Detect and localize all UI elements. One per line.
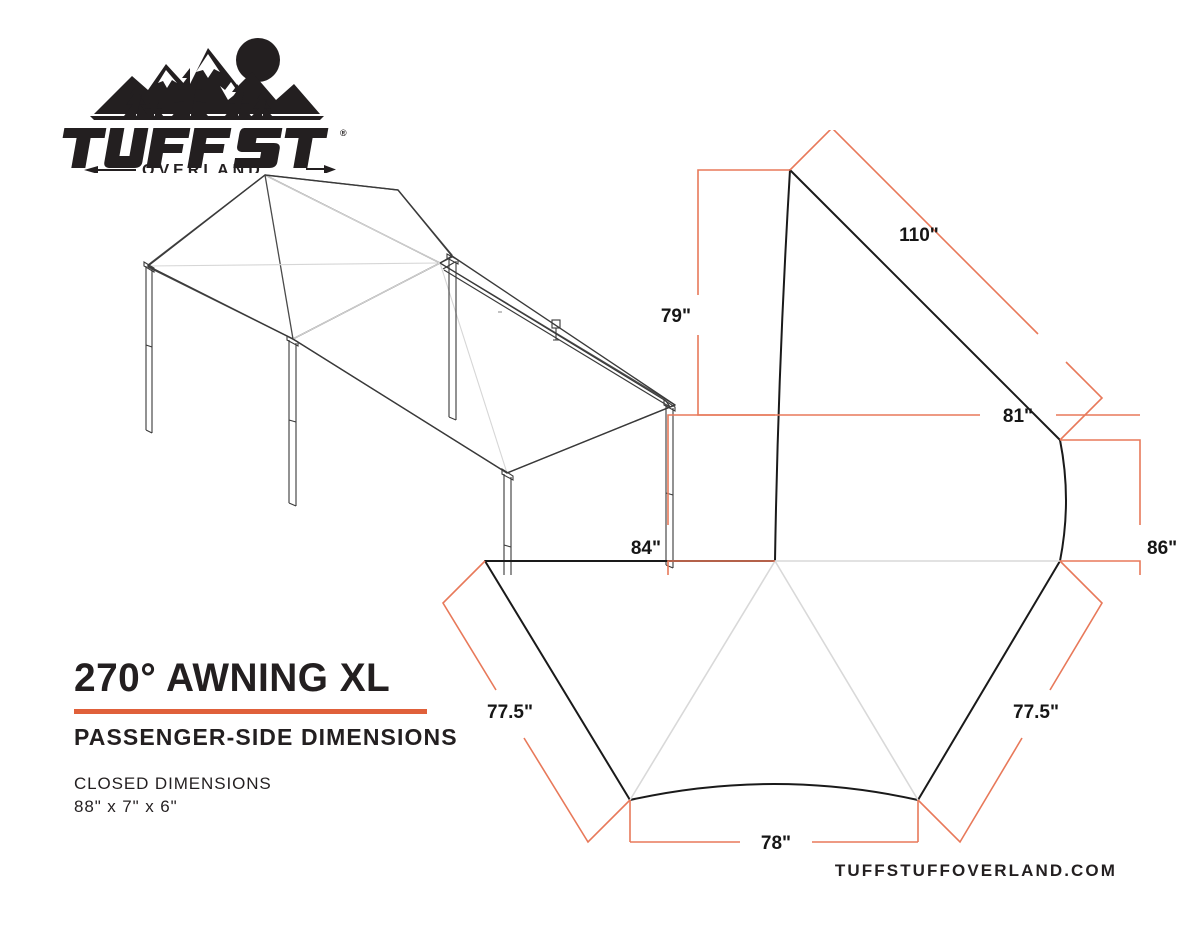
outline-upper-diagonal: [789, 169, 1061, 441]
title-block: 270° AWNING XL PASSENGER-SIDE DIMENSIONS…: [74, 658, 504, 819]
dim-line-79-lower: [697, 335, 775, 416]
page-subtitle: PASSENGER-SIDE DIMENSIONS: [74, 724, 458, 750]
dim-line-775-right-lower: [917, 737, 1023, 844]
support-legs: [145, 258, 674, 575]
closed-dimensions-block: CLOSED DIMENSIONS 88" x 7" x 6": [74, 773, 504, 819]
awning-dimension-drawing: 79" 110" 81" 84" 86" 77.5" 77.5" 78": [440, 126, 1180, 860]
dim-label-77-5-left: 77.5": [487, 702, 533, 723]
outline-rear-curve: [629, 783, 919, 801]
awning-3d-illustration: [100, 155, 720, 575]
dim-label-84: 84": [631, 538, 661, 559]
dim-line-79: [697, 169, 790, 295]
closed-dimensions-heading: CLOSED DIMENSIONS: [74, 774, 272, 793]
fold-center-left: [629, 560, 776, 801]
brand-wordmark-primary: [62, 128, 329, 168]
fold-line-c: [292, 262, 441, 340]
canopy-left-wing: [147, 174, 294, 340]
dim-label-79: 79": [661, 306, 691, 327]
dim-line-775-left-upper: [441, 560, 497, 691]
dim-line-84-bottom: [667, 560, 775, 575]
dim-line-775-right-upper: [1049, 560, 1104, 691]
dim-label-78: 78": [761, 833, 791, 854]
canopy-outline: [147, 174, 676, 474]
dim-label-110: 110": [899, 225, 939, 246]
fold-line-b: [147, 262, 441, 267]
mountain-sun-trees-icon: [90, 38, 324, 120]
rail-bracket-icon: [551, 319, 561, 341]
dim-label-86: 86": [1147, 538, 1177, 559]
dim-line-84-top: [667, 414, 698, 525]
fold-center-right: [774, 560, 919, 801]
outline-left-rear-diagonal: [484, 560, 631, 801]
dim-line-110-lower: [1059, 361, 1104, 441]
registered-mark: ®: [340, 128, 347, 138]
closed-dimensions-value: 88" x 7" x 6": [74, 796, 178, 816]
dim-line-86-bottom: [1060, 560, 1141, 575]
outline-right-upper-edge: [1059, 439, 1067, 562]
website-url: TUFFSTUFFOVERLAND.COM: [834, 861, 1117, 880]
dim-line-86-top: [1060, 439, 1141, 525]
dim-label-77-5-right: 77.5": [1013, 702, 1059, 723]
fold-line-a: [264, 174, 441, 264]
page-title: 270° AWNING XL: [74, 656, 391, 700]
brand-wordmark-secondary: OVERLAND: [84, 162, 336, 173]
outline-right-rear-diagonal: [917, 560, 1061, 801]
canopy-rear-panel: [264, 174, 453, 264]
fold-line-d: [439, 262, 508, 474]
leg-knuckles: [143, 253, 676, 481]
dim-label-81: 81": [1003, 406, 1033, 427]
brand-logo: ® OVERLAND: [62, 28, 352, 173]
title-accent-rule: [74, 709, 427, 714]
outline-left-upper-edge: [774, 169, 791, 562]
dim-line-775-left-lower: [523, 737, 631, 844]
svg-text:OVERLAND: OVERLAND: [142, 162, 264, 173]
